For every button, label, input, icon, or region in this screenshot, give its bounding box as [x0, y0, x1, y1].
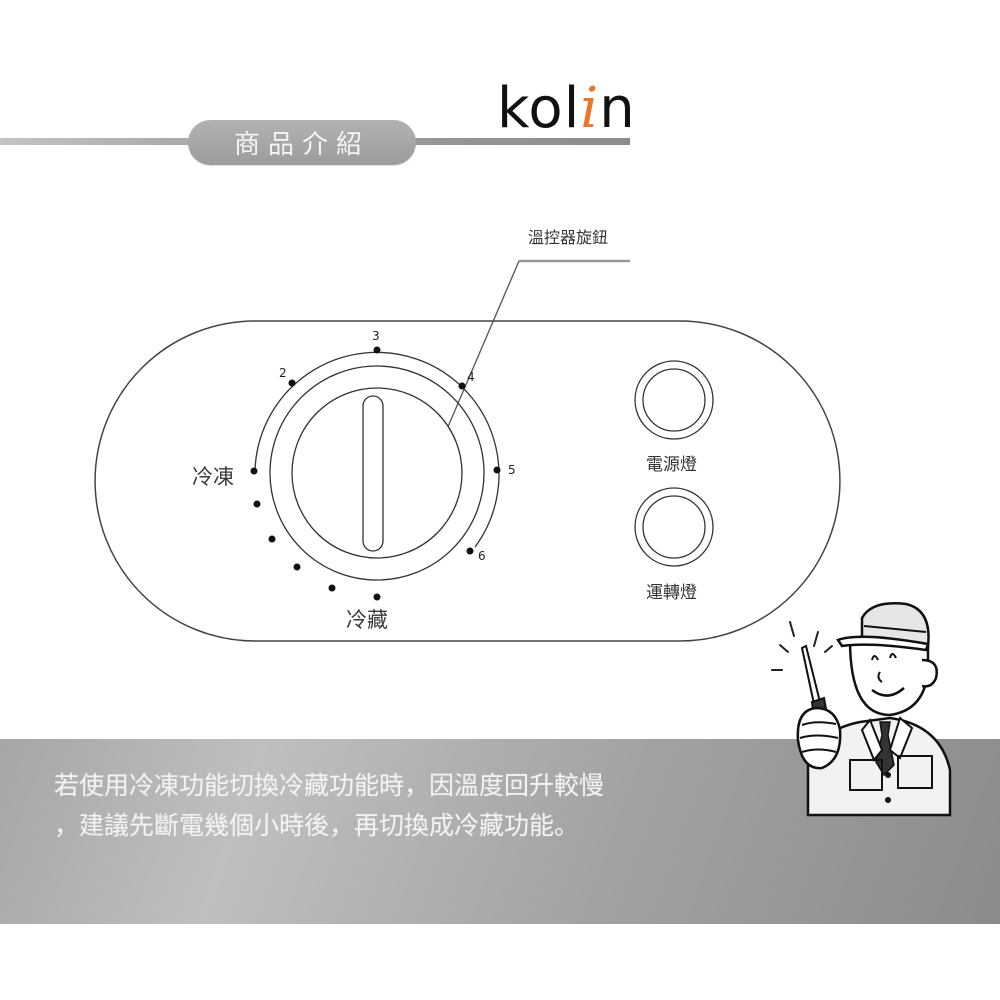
scale-dot: [293, 563, 301, 571]
scale-dot-3: [373, 346, 381, 354]
running-light-label: 運轉燈: [646, 583, 697, 603]
callout-leader-line: [437, 260, 630, 451]
section-title: 商品介紹: [233, 130, 370, 160]
scale-dot-6: [466, 547, 474, 555]
technician-with-screwdriver-icon: [771, 602, 952, 817]
dial-outer-ring: [269, 365, 485, 581]
running-indicator-light-icon: [634, 487, 714, 567]
scale-dot-freeze: [250, 467, 258, 475]
scale-dot-4: [458, 382, 466, 390]
fridge-mode-label: 冷藏: [346, 608, 388, 632]
dial-knob-grip[interactable]: [362, 395, 384, 552]
dial-scale-dots: [250, 346, 501, 601]
scale-number-5: 5: [508, 463, 516, 477]
scale-number-2: 2: [279, 366, 287, 380]
control-panel-diagram: [94, 259, 841, 642]
scale-number-3: 3: [372, 329, 380, 343]
scale-dot-2: [288, 379, 296, 387]
scale-dot-fridge: [373, 593, 381, 601]
notice-line-1: 若使用冷凍功能切換冷藏功能時，因溫度回升較慢: [54, 771, 605, 800]
notice-line-2: ，建議先斷電幾個小時後，再切換成冷藏功能。: [54, 811, 580, 840]
section-title-badge: 商品介紹: [188, 120, 416, 165]
scale-dot: [268, 535, 276, 543]
logo-accent-letter: i: [580, 76, 600, 141]
notice-text: 若使用冷凍功能切換冷藏功能時，因溫度回升較慢 ，建議先斷電幾個小時後，再切換成冷…: [54, 766, 774, 846]
logo-text-prefix: kol: [497, 76, 581, 141]
dial-scale-arc: [254, 351, 500, 548]
brand-logo: kolin: [497, 78, 636, 140]
scale-dot: [253, 500, 261, 508]
logo-text-suffix: n: [599, 76, 636, 141]
power-indicator-light-icon: [634, 360, 714, 440]
scale-dot: [328, 584, 336, 592]
thermostat-dial[interactable]: [250, 346, 501, 601]
scale-dot-5: [493, 466, 501, 474]
control-panel-outline: [94, 320, 841, 642]
thermostat-knob-label: 溫控器旋鈕: [528, 228, 609, 247]
power-light-label: 電源燈: [646, 455, 697, 475]
scale-number-6: 6: [478, 549, 486, 563]
scale-number-4: 4: [467, 370, 475, 384]
sparkle-lines: [771, 621, 833, 671]
freeze-mode-label: 冷凍: [192, 465, 234, 489]
